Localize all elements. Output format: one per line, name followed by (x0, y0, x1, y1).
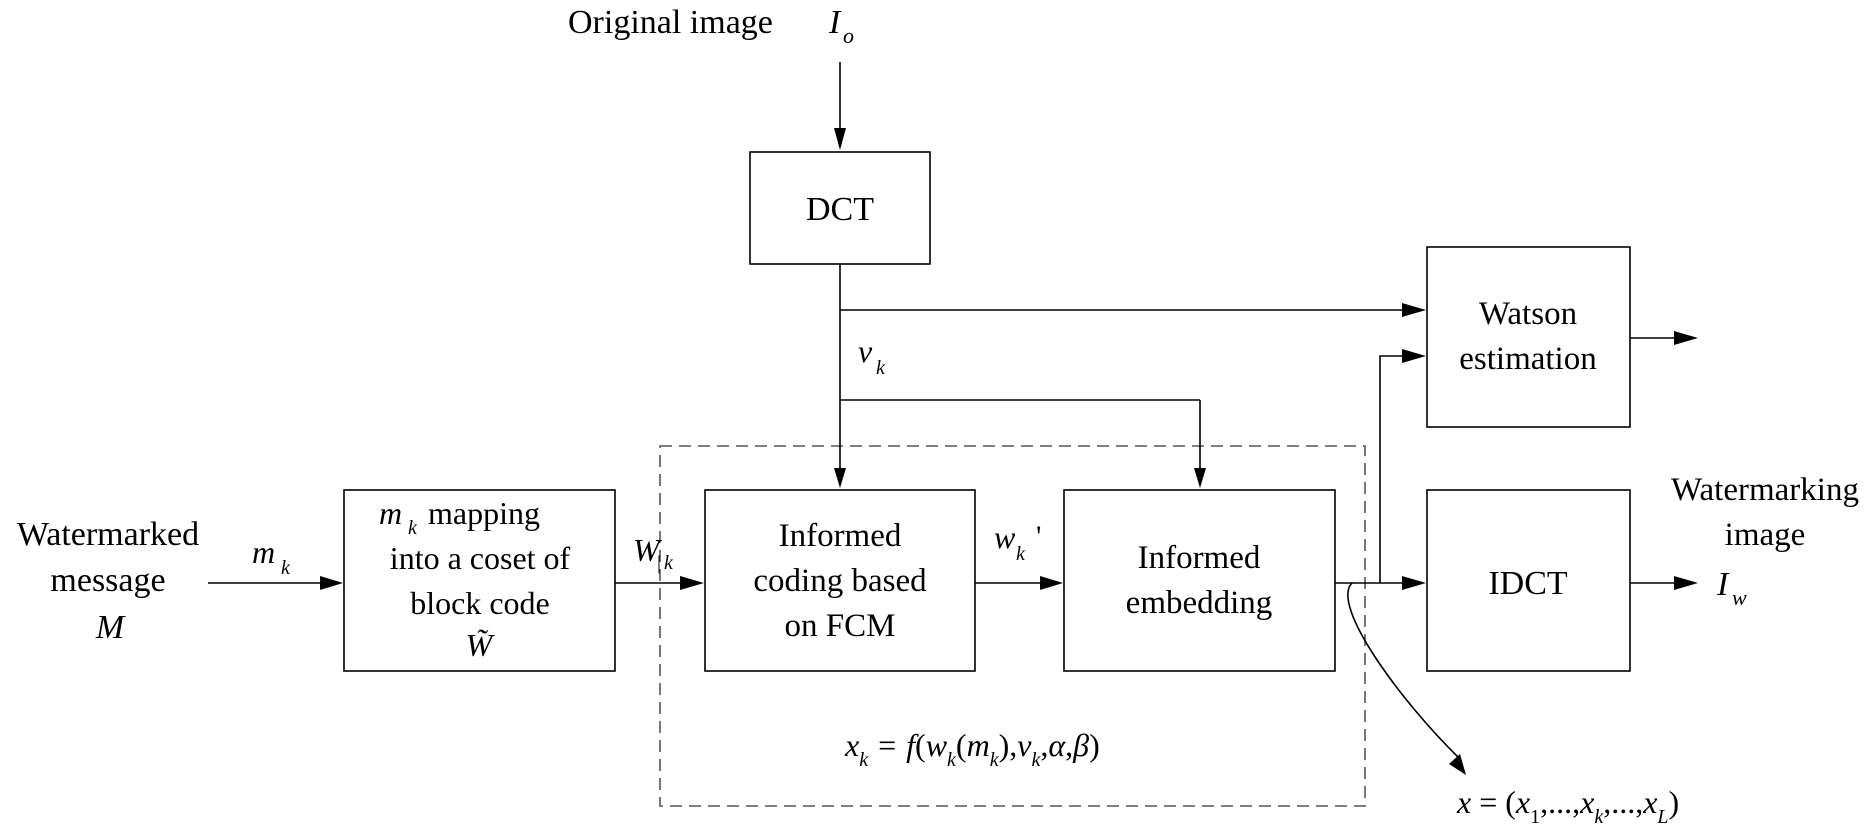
mapping-block (343, 489, 616, 672)
vk-subscript: k (876, 357, 886, 379)
watson-line2: estimation (1459, 341, 1596, 377)
wk-bar: | (657, 552, 661, 574)
wk-prime-symbol: w (994, 519, 1016, 555)
arrowhead (320, 576, 343, 590)
eq-w-sub: k (947, 749, 957, 771)
watermarked-message-line2: message (50, 562, 165, 599)
vec-xk-sub: k (1594, 806, 1604, 828)
arrowhead (680, 576, 704, 590)
eq-w: w (926, 727, 948, 763)
codeword-set-symbol: W̃ (466, 627, 496, 663)
message-symbol: M (95, 609, 126, 646)
eq-beta: β (1072, 727, 1089, 763)
mapping-mk-symbol: m (379, 495, 402, 531)
arrowhead (1402, 576, 1426, 590)
watermarking-image-line2: image (1725, 517, 1806, 553)
vec-lparen: ( (1505, 784, 1516, 820)
eq-rparen2: ) (999, 727, 1010, 763)
arrowhead (1040, 576, 1063, 590)
informed-coding-line3: on FCM (785, 608, 896, 644)
arrowhead (1194, 468, 1206, 488)
wire-to-watson-bottom (1379, 355, 1403, 583)
eq-x: x (844, 727, 859, 763)
vk-symbol: v (858, 333, 873, 369)
informed-embedding-line2: embedding (1126, 585, 1273, 621)
eq-comma3: , (1065, 727, 1073, 763)
vec-equals: = (1479, 784, 1497, 820)
arrowhead (1402, 349, 1426, 363)
vec-comma4: , (1635, 784, 1643, 820)
mk-input-subscript: k (281, 557, 291, 579)
arrowhead (1449, 754, 1466, 775)
vec-xL-sub: L (1656, 806, 1668, 828)
wk-symbol: W (633, 532, 663, 568)
eq-comma2: , (1040, 727, 1048, 763)
watson-estimation-block (1426, 246, 1631, 428)
mk-input-symbol: m (252, 534, 275, 570)
watermarked-message-line1: Watermarked (17, 516, 199, 553)
vec-comma1: , (1540, 784, 1548, 820)
informed-embedding-line1: Informed (1138, 540, 1261, 576)
eq-v-sub: k (1031, 749, 1041, 771)
mapping-line1: mapping (428, 495, 540, 531)
vec-rparen: ) (1669, 784, 1680, 820)
eq-equals: = (878, 727, 896, 763)
vec-ellipsis2: ... (1611, 784, 1635, 820)
eq-m-sub: k (990, 749, 1000, 771)
original-image-symbol: I (828, 4, 842, 41)
vec-comma3: , (1603, 784, 1611, 820)
wk-subscript: k (664, 552, 674, 574)
output-vector-x: x=(x1,...,xk,...,xL) (1456, 784, 1679, 828)
watermarking-image-line1: Watermarking (1671, 472, 1859, 508)
vec-xL: x (1642, 784, 1657, 820)
vec-x1-sub: 1 (1530, 806, 1540, 828)
original-image-subscript: o (843, 23, 854, 48)
vec-xk: x (1579, 784, 1594, 820)
vec-comma2: , (1572, 784, 1580, 820)
eq-rparen1: ) (1089, 727, 1100, 763)
dct-label: DCT (806, 191, 874, 228)
eq-lparen1: ( (915, 727, 926, 763)
mapping-line2: into a coset of (390, 540, 571, 576)
eq-v: v (1017, 727, 1032, 763)
wire-curve-to-x (1347, 582, 1459, 758)
eq-x-sub: k (859, 749, 869, 771)
eq-alpha: α (1048, 727, 1066, 763)
arrowhead (1674, 331, 1698, 345)
arrowhead (1402, 303, 1426, 317)
vec-x: x (1456, 784, 1471, 820)
idct-block (1426, 489, 1631, 672)
wk-prime-subscript: k (1016, 543, 1026, 565)
vec-x1: x (1515, 784, 1530, 820)
wk-prime-mark: ' (1036, 520, 1041, 553)
informed-coding-line1: Informed (779, 518, 902, 554)
mapping-line3: block code (410, 585, 550, 621)
watson-line1: Watson (1479, 296, 1577, 332)
mapping-mk-subscript: k (408, 517, 418, 539)
informed-coding-block (704, 489, 976, 672)
arrowhead (834, 128, 846, 150)
eq-comma1: , (1009, 727, 1017, 763)
watermarking-image-subscript: w (1732, 585, 1747, 610)
equation-xk: xk=f(wk(mk),vk,α,β) (844, 727, 1100, 771)
informed-region-dashed-box (659, 445, 1366, 807)
eq-m: m (967, 727, 990, 763)
watermarking-image-symbol: I (1716, 566, 1730, 603)
original-image-label: Original image (568, 4, 773, 41)
vec-ellipsis1: ... (1548, 784, 1572, 820)
informed-embedding-block (1063, 489, 1336, 672)
idct-label: IDCT (1488, 565, 1568, 602)
arrowhead (1674, 576, 1698, 590)
arrowhead (834, 468, 846, 488)
informed-coding-line2: coding based (753, 563, 927, 599)
eq-lparen2: ( (956, 727, 967, 763)
